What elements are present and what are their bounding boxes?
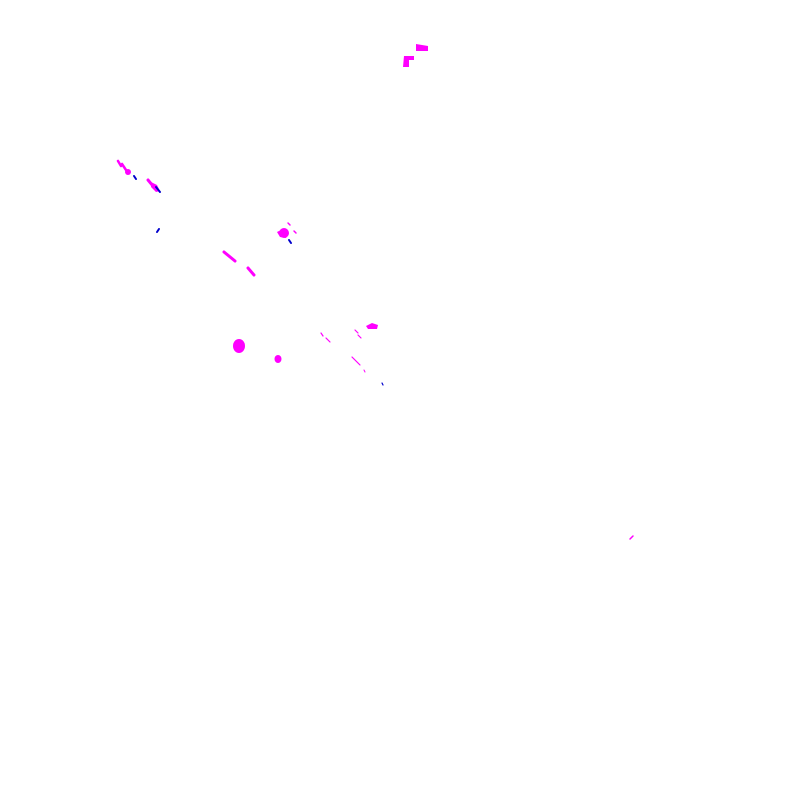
magenta-feature — [403, 56, 414, 67]
blue-feature — [155, 186, 161, 193]
magenta-feature-layer — [116, 44, 634, 540]
magenta-feature — [277, 229, 289, 238]
magenta-feature — [125, 169, 131, 175]
blue-feature — [156, 228, 160, 233]
magenta-feature — [246, 266, 256, 277]
magenta-feature — [320, 332, 324, 337]
magenta-feature — [366, 323, 378, 329]
magenta-feature — [363, 369, 366, 373]
magenta-feature — [120, 162, 128, 172]
magenta-feature — [116, 159, 123, 168]
magenta-feature — [629, 535, 634, 540]
blue-feature — [133, 175, 137, 180]
magenta-feature — [233, 339, 245, 353]
magenta-feature — [293, 230, 297, 234]
magenta-feature — [351, 356, 361, 366]
magenta-feature — [416, 44, 428, 51]
blue-feature — [288, 239, 292, 244]
magenta-feature — [222, 250, 237, 263]
magenta-feature — [354, 329, 359, 334]
magenta-feature — [274, 355, 282, 363]
blue-feature — [381, 382, 384, 386]
magenta-feature — [287, 222, 291, 226]
magenta-feature — [357, 334, 362, 339]
blue-feature-layer — [133, 175, 384, 386]
magenta-feature — [325, 337, 331, 343]
